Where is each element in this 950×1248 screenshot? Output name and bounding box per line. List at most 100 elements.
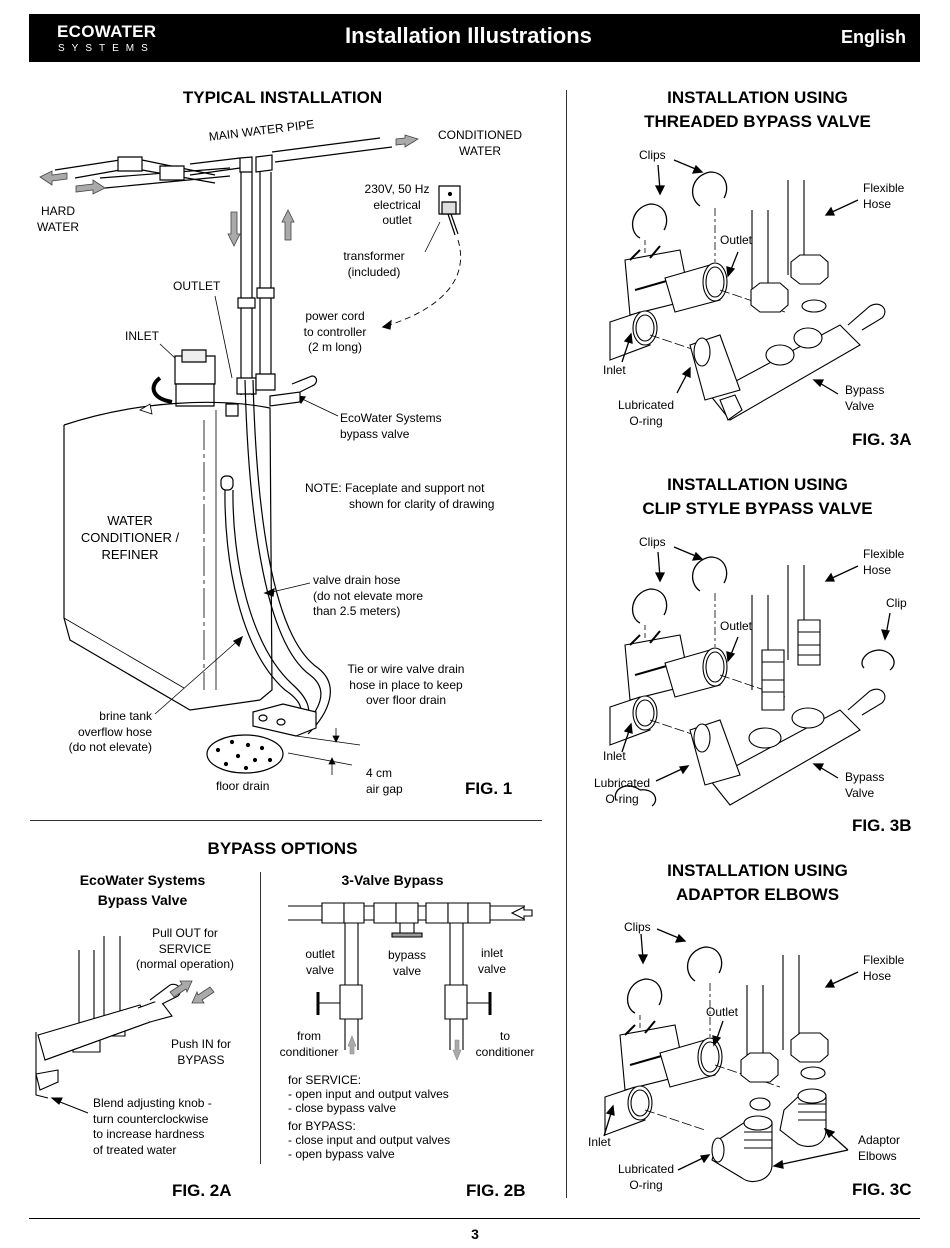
arrow-hard-in [76,180,105,194]
label-line: Hose [863,968,892,983]
label-line: Adaptor [858,1133,901,1147]
fig2b-title: 3-Valve Bypass [341,872,444,888]
label-line: Pull OUT for [152,926,218,940]
column-divider [566,90,567,1198]
fig2a-label: FIG. 2A [172,1181,232,1200]
transformer-label: transformer(included) [334,249,414,280]
transformer-leader [425,222,440,252]
arrow-conditioned [396,135,418,147]
label-line: SERVICE [158,941,212,956]
label-line: bypass valve [340,426,410,441]
fig2b-three-valve-bypass [288,903,532,1050]
label-line: NOTE: Faceplate and support not [305,481,485,495]
bypass-divider [260,872,261,1164]
fig1-title: TYPICAL INSTALLATION [182,88,383,107]
label-line: conditioner [475,1044,535,1059]
label-line: than 2.5 meters) [313,604,401,618]
label-line: EcoWater Systems [79,872,206,888]
label-line: REFINER [101,547,159,562]
power-cord-dashed [383,240,461,327]
clip-style-fittings [615,620,894,806]
label-line: Valve [845,398,875,413]
instruction-line: - close input and output valves [288,1133,451,1147]
arrow-up [282,210,294,240]
label-line: over floor drain [365,693,447,707]
label-line: inlet [480,946,503,960]
language-label: English [840,27,906,47]
label-line: valve drain hose [313,573,401,587]
label-line: WATER [107,513,153,528]
fig3b-label: FIG. 3B [852,816,912,835]
fig3c-outlet-label: Outlet [706,1005,739,1019]
title-line: ADAPTOR ELBOWS [675,885,840,904]
fig3c-title: INSTALLATION USING ADAPTOR ELBOWS [580,859,935,907]
drain-block [253,704,316,736]
fig3a-clips-label: Clips [639,148,666,162]
electrical-outlet-icon [439,186,460,235]
supply-pipes [237,172,275,395]
drain-hoses [221,380,330,734]
label-line: valve [477,961,506,976]
label-line: Hose [863,562,892,577]
label-line: Flexible [863,181,905,195]
label-line: brine tank [99,709,152,723]
threaded-fittings [690,255,885,420]
label-line: Flexible [863,953,905,967]
valve-instructions: for SERVICE: - open input and output val… [288,1073,450,1161]
instruction-line: - close bypass valve [288,1101,397,1115]
fig3b-clip-label: Clip [886,596,907,610]
fig3c-clips-label: Clips [624,920,651,934]
label-line: O-ring [629,1177,663,1192]
outlet-leader [215,296,232,378]
fig3b-inlet-label: Inlet [603,749,626,763]
fig2b-label: FIG. 2B [466,1181,526,1200]
label-line: valve [305,962,334,977]
water-conditioner-tank [64,402,272,710]
label-line: Lubricated [617,398,675,412]
label-line: (2 m long) [307,340,363,354]
label-line: Tie or wire valve drain [347,662,465,676]
label-line: power cord [305,309,365,323]
label-line: (included) [347,264,401,279]
arrow-hard-out [40,171,67,185]
instruction-line: - open bypass valve [288,1147,395,1161]
label-line: Bypass [845,383,885,397]
label-line: Blend adjusting knob - [93,1096,212,1110]
title-line: INSTALLATION USING [667,861,848,880]
label-line: 4 cm [366,766,393,780]
fig1-label: FIG. 1 [465,779,513,798]
from-arrow [348,1036,356,1054]
floor-drain-label: floor drain [216,779,270,793]
title-line: THREADED BYPASS VALVE [644,112,871,131]
label-line: overflow hose [77,724,152,739]
label-line: Flexible [863,547,905,561]
fig3c-leaders [604,929,858,1170]
to-arrow [453,1040,461,1060]
fig3c-inlet-label: Inlet [588,1135,611,1149]
page-number: 3 [471,1226,479,1242]
fig3a-label: FIG. 3A [852,430,912,449]
fig3a-leaders [622,160,858,394]
push-in-arrow [192,987,214,1003]
page-title: Installation Illustrations [345,23,592,48]
adaptor-elbows [712,1033,828,1182]
